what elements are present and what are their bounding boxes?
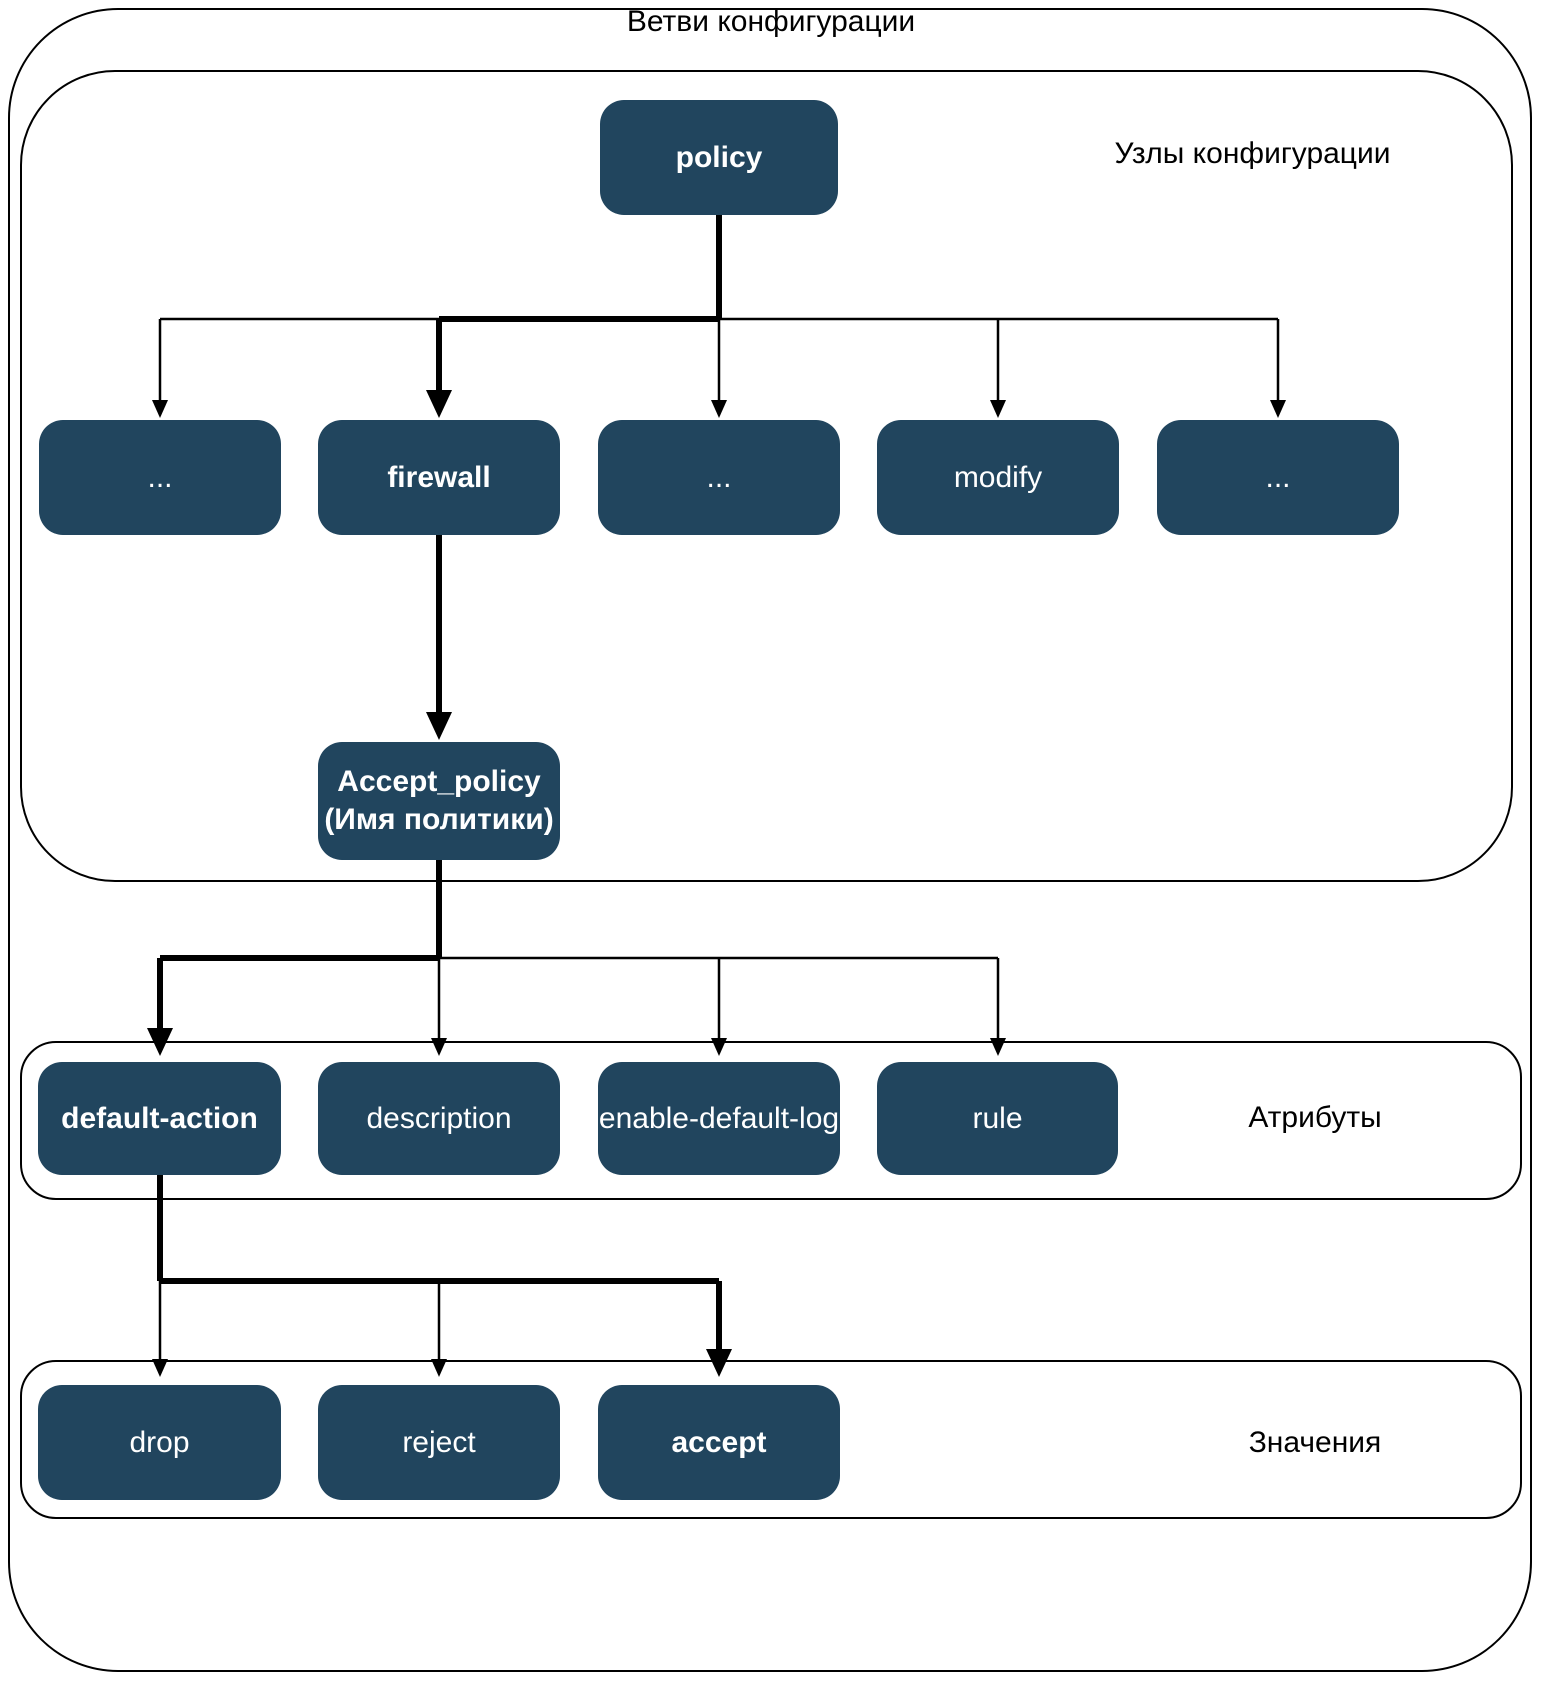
node-default-action: default-action	[38, 1062, 281, 1175]
node-modify: modify	[877, 420, 1119, 535]
node-enable-default-log: enable-default-log	[598, 1062, 840, 1175]
accept-policy-subtitle: (Имя политики)	[324, 803, 554, 836]
node-rule: rule	[877, 1062, 1118, 1175]
accept-policy-name: Accept_policy	[337, 765, 541, 798]
node-description: description	[318, 1062, 560, 1175]
values-group-label: Значения	[1248, 1426, 1382, 1459]
diagram-title: Ветви конфигурации	[626, 5, 916, 38]
node-ellipsis-1: ...	[39, 420, 281, 535]
config-nodes-group	[20, 70, 1513, 882]
node-ellipsis-2: ...	[598, 420, 840, 535]
attributes-group	[20, 1041, 1522, 1200]
node-accept-policy: Accept_policy (Имя политики)	[318, 742, 560, 860]
node-ellipsis-3: ...	[1157, 420, 1399, 535]
values-group	[20, 1360, 1522, 1519]
node-policy: policy	[600, 100, 838, 215]
config-nodes-group-label: Узлы конфигурации	[1114, 137, 1391, 170]
attributes-group-label: Атрибуты	[1248, 1101, 1382, 1134]
node-firewall: firewall	[318, 420, 560, 535]
node-reject: reject	[318, 1385, 560, 1500]
node-drop: drop	[38, 1385, 281, 1500]
node-accept: accept	[598, 1385, 840, 1500]
outer-container	[8, 8, 1532, 1672]
